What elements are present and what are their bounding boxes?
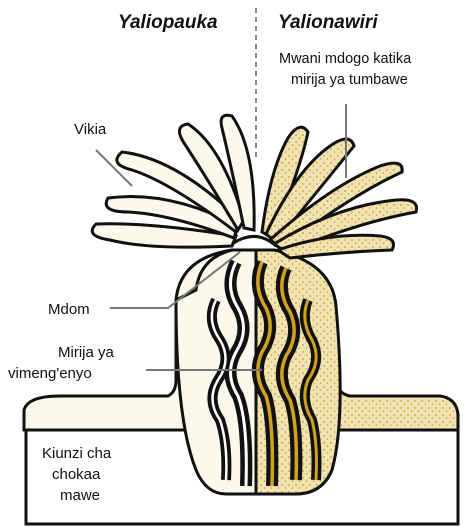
label-canals-line2: vimeng'enyo bbox=[8, 365, 92, 382]
heading-bleached: Yaliopauka bbox=[118, 12, 218, 33]
heading-healthy: Yalionawiri bbox=[278, 12, 378, 33]
label-algae-line1: Mwani mdogo katika bbox=[279, 51, 412, 67]
label-skeleton-line1: Kiunzi cha bbox=[42, 445, 112, 462]
label-skeleton-line2: chokaa bbox=[52, 466, 101, 483]
label-algae-line2: mirija ya tumbawe bbox=[291, 72, 408, 88]
label-tentacles: Vikia bbox=[74, 121, 107, 138]
label-canals-line1: Mirija ya bbox=[58, 344, 114, 361]
label-skeleton-line3: mawe bbox=[60, 487, 100, 504]
label-mouth: Mdom bbox=[48, 301, 90, 318]
